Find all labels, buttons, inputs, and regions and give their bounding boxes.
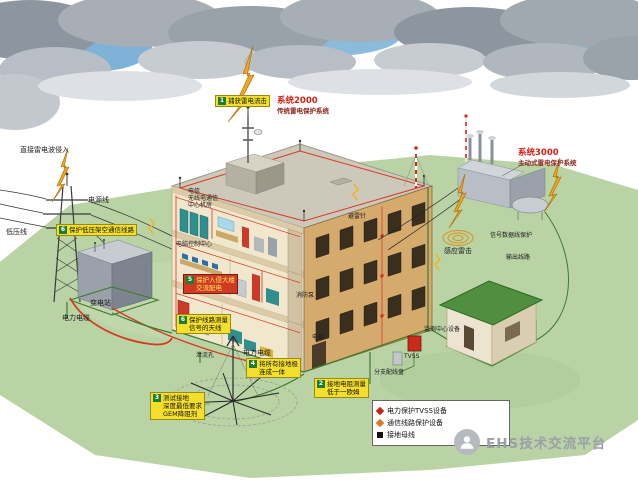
power-line-label: 电源线 — [88, 196, 109, 204]
tvss-box — [392, 335, 422, 366]
callout-protect-ac-power: 5 保护入侵大楼 交流配电 — [183, 274, 238, 295]
lightning-bolt-right — [448, 173, 467, 229]
house — [438, 280, 544, 366]
watermark: EHS技术交流平台 — [454, 429, 606, 455]
storm-clouds — [0, 0, 638, 130]
substation-label: 变电站 — [90, 299, 111, 307]
roof-antenna-mast — [225, 105, 285, 195]
discharge-mast-label: 泄流孔 — [196, 352, 215, 359]
callout-protect-overhead-lines: 6 保护低压架空通信线路 — [56, 224, 137, 237]
air-terminal-label: 避雷针 — [348, 213, 367, 220]
callout-gem-ground-enhancement: 3 测试接地 深度最低要求 GEM降阻剂 — [150, 392, 205, 421]
legend: 电力保护TVSS设备 通信线路保护设备 接地母线 — [372, 400, 510, 446]
wechat-account-icon — [454, 429, 480, 455]
step-badge: 3 — [153, 394, 161, 402]
induced-strike-label: 感应雷击 — [444, 247, 472, 255]
comm-protection-device-icon — [375, 418, 385, 428]
grounding-star — [168, 335, 298, 427]
elevator-label: 电梯 — [312, 334, 325, 341]
step-badge: 5 — [186, 276, 194, 284]
power-wires — [0, 189, 173, 251]
direct-strike-label: 直接雷电波侵入 — [20, 146, 69, 154]
step-badge: 2 — [317, 380, 325, 388]
ground-bus-icon — [377, 432, 383, 438]
callout-bond-grounds: 4 将所有接地极 连成一体 — [246, 358, 301, 379]
callout-ground-resistance: 2 接地电阻测量 低于一欧姆 — [314, 378, 369, 399]
tvss-device-icon — [375, 406, 385, 416]
branch-panel-label: 分支配线盘 — [374, 369, 405, 376]
low-voltage-line-label: 低压线 — [6, 228, 27, 236]
step-badge: 1 — [218, 97, 226, 105]
induced-surge-ripples — [442, 230, 474, 246]
lightning-bolt-far-right — [543, 157, 562, 213]
legend-item-ground-bus: 接地母线 — [377, 430, 505, 440]
lightning-bolts — [51, 45, 562, 229]
building-right-face — [303, 185, 433, 373]
step-badge: 6 — [59, 226, 67, 234]
tvss-label: TVSS — [404, 353, 420, 360]
monitor-center-label: 监测中心设备 — [424, 326, 461, 333]
callout-protect-antenna-signal: 6 保护线路测量 信号的天线 — [176, 314, 231, 335]
step-badge: 4 — [249, 360, 257, 368]
step-badge: 6 — [179, 316, 187, 324]
legend-item-comm-protection: 通信线路保护设备 — [375, 418, 505, 428]
computer-center-label: 电脑控制中心 — [176, 241, 213, 248]
output-line-label: 输出线路 — [506, 254, 531, 261]
watermark-text: EHS技术交流平台 — [486, 436, 607, 452]
legend-item-tvss: 电力保护TVSS设备 — [375, 406, 505, 416]
callout-capture-strike: 1 捕获雷电流击 — [215, 95, 270, 108]
signal-lines — [377, 187, 463, 251]
system-3000-label: 系统3000 主动式雷电保护系统 — [518, 148, 577, 167]
power-cables — [69, 297, 261, 365]
industrial-facility — [457, 114, 549, 220]
lightning-bolt-main — [227, 45, 255, 123]
substation — [68, 239, 160, 316]
surge-marks — [147, 183, 442, 271]
telecom-room-label: 电信 无线电通信 中心机房 — [188, 188, 219, 210]
power-cable-right-label: 电力电缆 — [243, 349, 271, 357]
power-cable-left-label: 电力电缆 — [62, 314, 90, 322]
lightning-bolt-pylon — [51, 147, 70, 203]
fire-pump-label: 消防泵 — [296, 292, 315, 299]
red-white-antenna-mast — [403, 146, 429, 188]
signal-line-label: 信号数据线保护 — [490, 232, 533, 239]
system-2000-label: 系统2000 传统雷电保护系统 — [277, 96, 329, 115]
